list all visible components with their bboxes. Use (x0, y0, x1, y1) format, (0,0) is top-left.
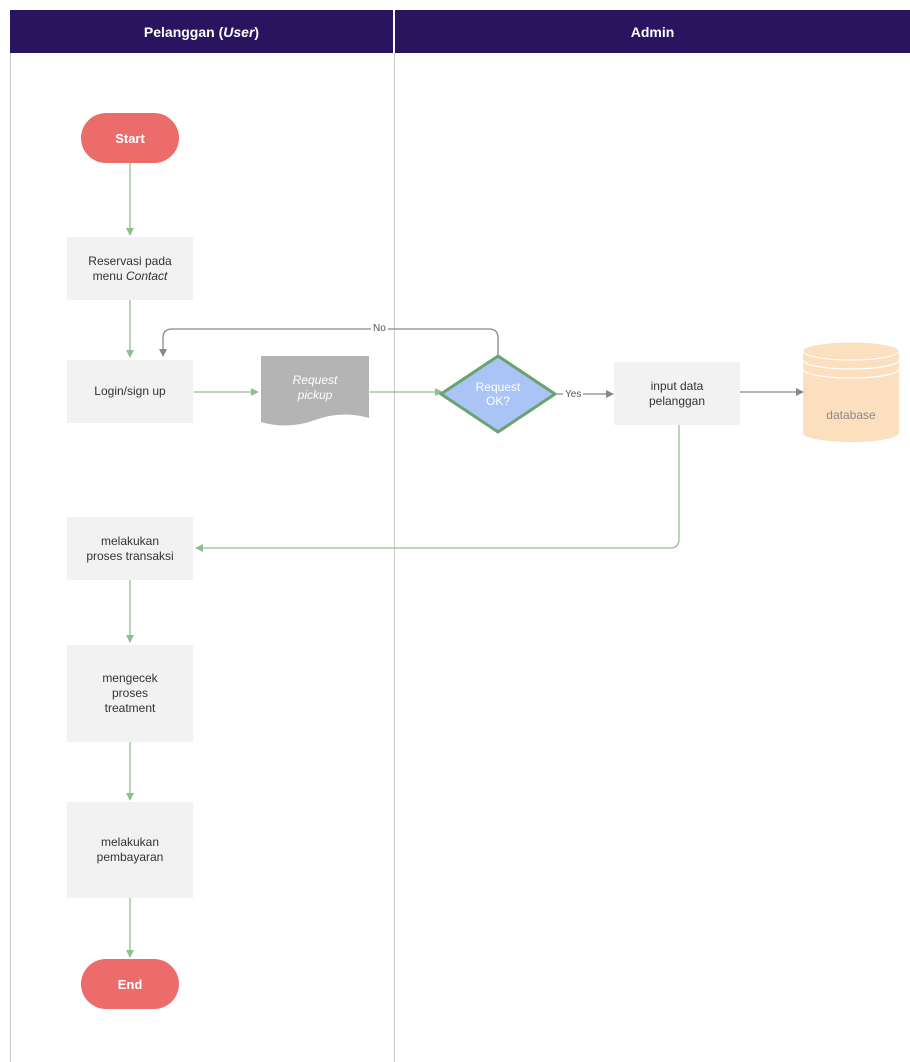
process-input-data (614, 362, 740, 425)
process-treatment (67, 645, 193, 742)
decision-diamond (438, 354, 558, 434)
database-label: database (826, 407, 876, 422)
reservasi-line2: menu Contact (93, 269, 168, 284)
pembayaran-label: melakukan pembayaran (96, 835, 164, 864)
lane-title-prefix: Pelanggan ( (143, 23, 224, 40)
process-login (67, 360, 193, 423)
lane-title-italic: User (223, 23, 255, 40)
reservasi-line1: Reservasi pada (88, 253, 172, 268)
end-terminal: End (81, 959, 179, 1009)
decision-line1: Request (475, 380, 521, 394)
input-data-label: input data pelanggan (648, 378, 706, 408)
login-label: Login/sign up (94, 384, 166, 398)
connector-input-transaksi (195, 425, 680, 552)
process-reservasi (67, 237, 193, 300)
process-pembayaran (67, 802, 193, 898)
process-transaksi (67, 517, 193, 580)
reservasi-line2-italic: Contact (126, 268, 168, 283)
document-shape-request (261, 356, 369, 426)
lane-title-suffix: ) (254, 23, 260, 40)
connector-decision-no (159, 328, 499, 357)
lane-border-left (10, 53, 11, 1062)
treatment-label: mengecek proses treatment (102, 671, 158, 715)
start-terminal: Start (81, 113, 179, 163)
lane-header-admin: Admin (395, 10, 910, 53)
reservasi-label: Reservasi pada menu Contact (67, 237, 193, 300)
edge-label-yes: Yes (563, 389, 584, 401)
decision-label: Request OK? (461, 376, 535, 412)
reservasi-line2-prefix: menu (92, 268, 126, 283)
database-cylinder (802, 341, 900, 442)
request-line1: Request (292, 373, 338, 387)
lane-header-pelanggan: Pelanggan (User) (10, 10, 393, 53)
transaksi-label: melakukan proses transaksi (86, 533, 174, 563)
edge-label-no: No (371, 323, 388, 335)
request-line2: pickup (297, 388, 333, 402)
request-document-label: Request pickup (261, 368, 369, 408)
decision-line2: OK? (485, 394, 510, 408)
lane-divider (394, 53, 395, 1062)
